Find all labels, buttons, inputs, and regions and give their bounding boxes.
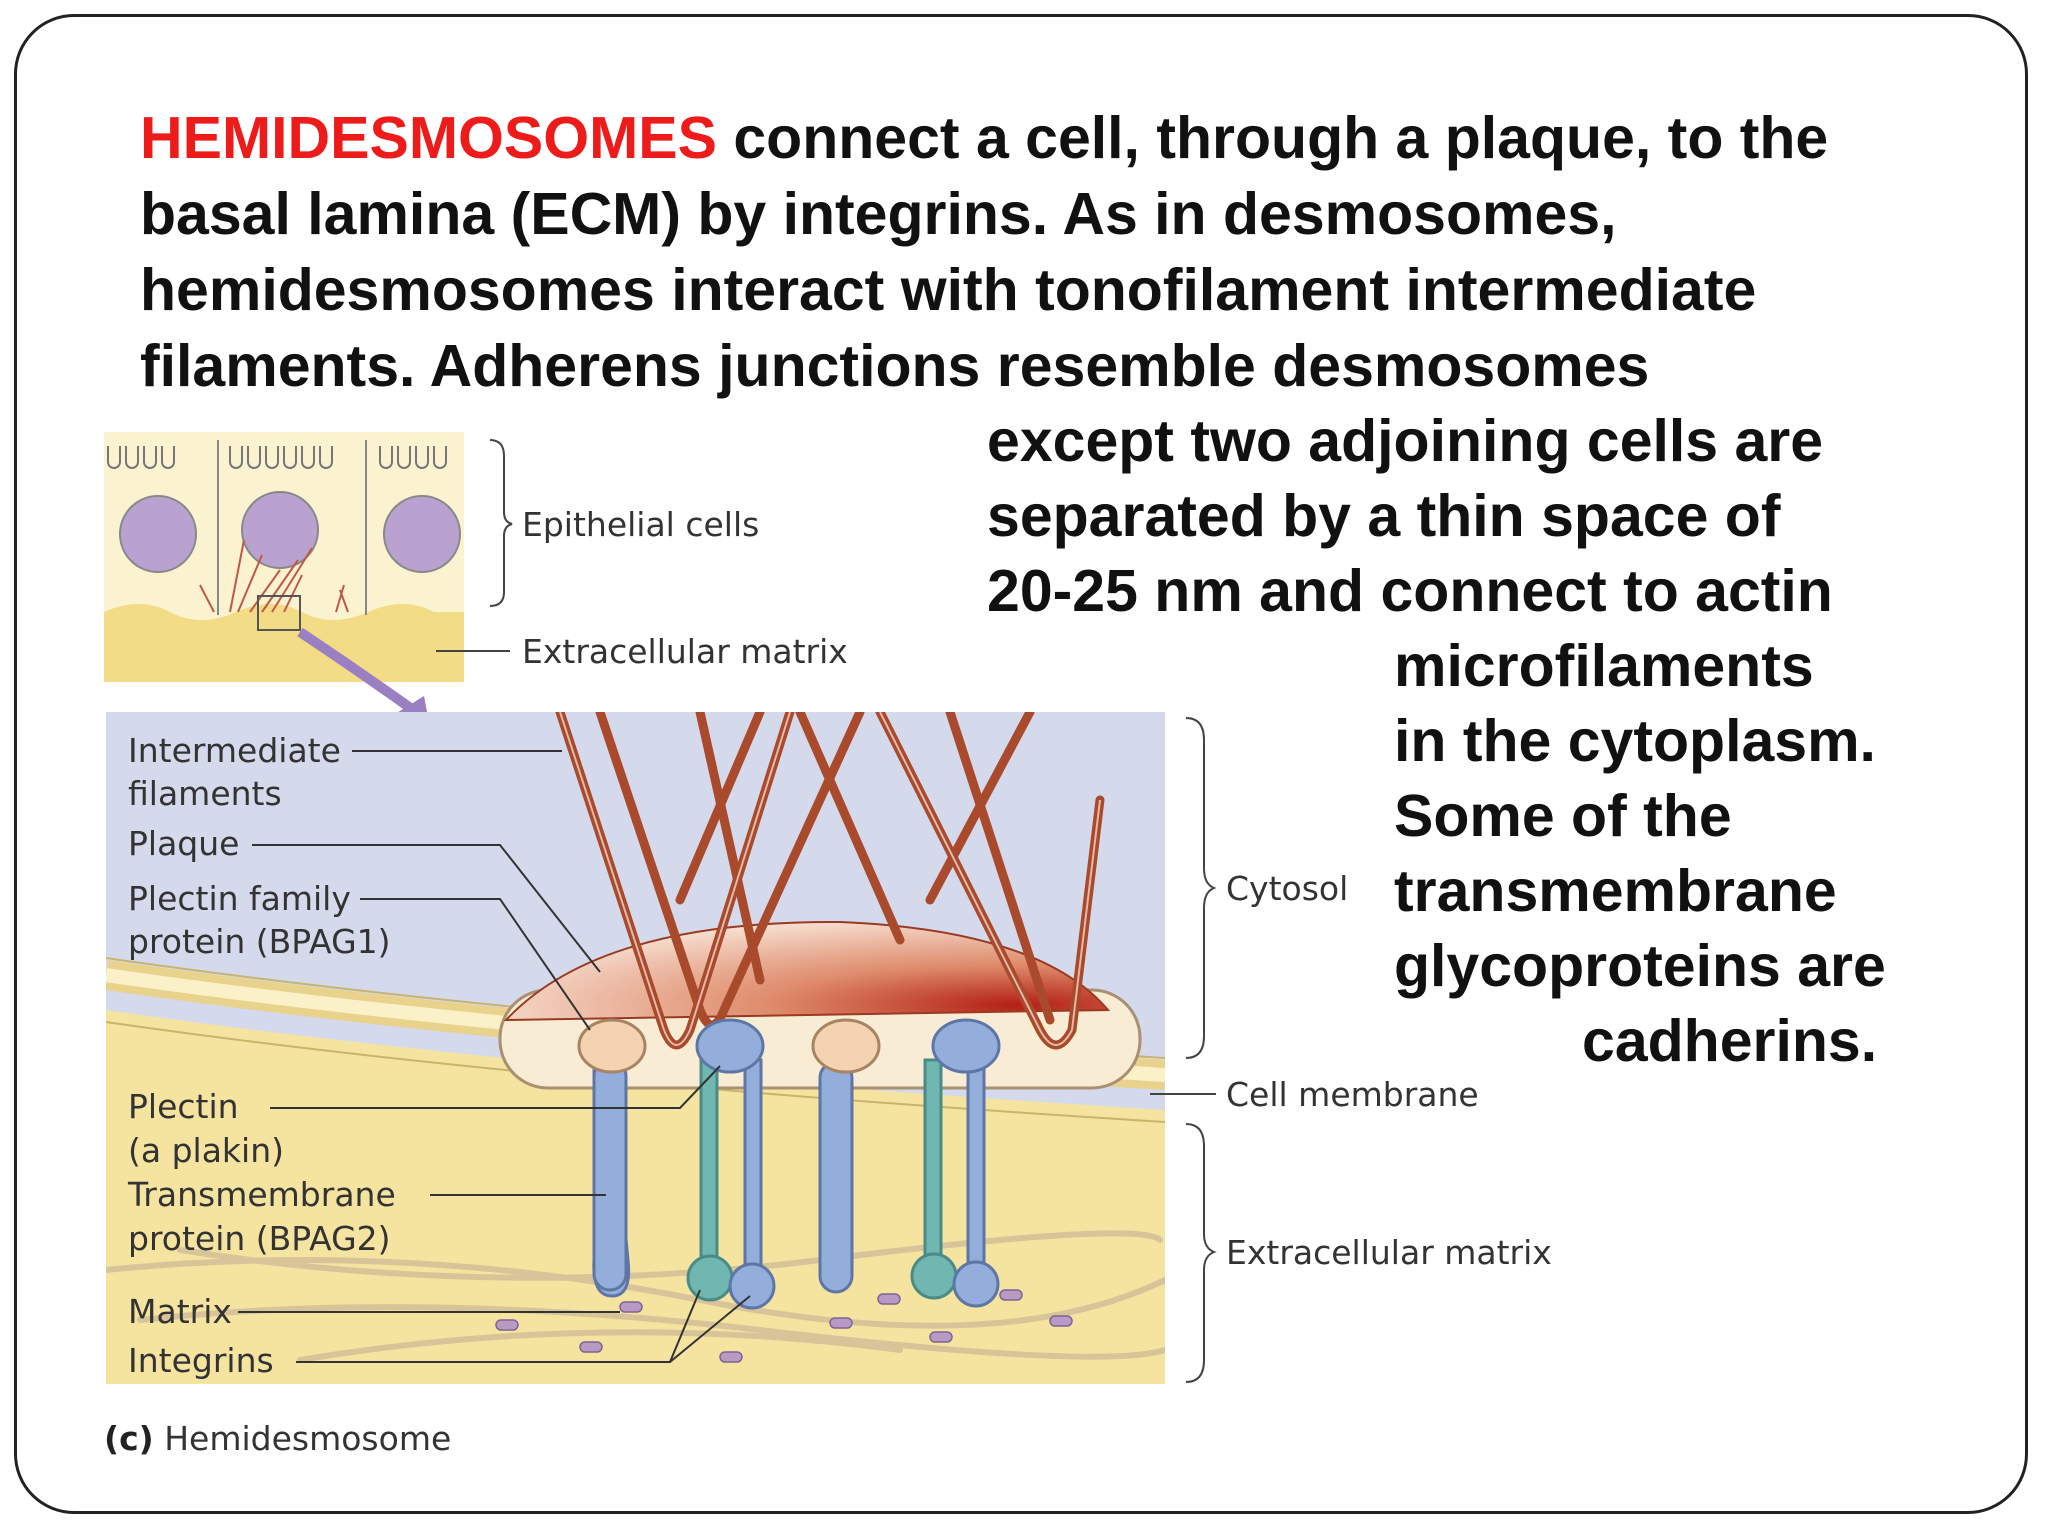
label-bpag1: protein (BPAG1): [128, 922, 391, 961]
integrin-icon: [686, 1058, 776, 1310]
headline-paragraph: HEMIDESMOSOMES connect a cell, through a…: [140, 100, 1940, 404]
label-cell-membrane: Cell membrane: [1226, 1075, 1479, 1114]
integrin-head-icon: [931, 1018, 1001, 1074]
label-bpag2: protein (BPAG2): [128, 1219, 391, 1258]
side-text-line: in the cytoplasm.: [1394, 708, 1876, 774]
headline-text: connect a cell, through a plaque, to the…: [140, 105, 1829, 399]
side-text-line: transmembrane: [1394, 858, 1837, 924]
side-text-line: glycoproteins are: [1394, 933, 1886, 999]
headline-keyword: HEMIDESMOSOMES: [140, 105, 717, 171]
integrin-head-icon: [695, 1018, 765, 1074]
integrin-icon: [910, 1058, 1000, 1308]
cytosol-brace: [1185, 717, 1217, 1059]
label-matrix: Matrix: [128, 1292, 232, 1331]
bpag2-protein-icon: [818, 1060, 854, 1294]
label-integrins: Integrins: [128, 1341, 274, 1380]
label-plakin: (a plakin): [128, 1131, 284, 1170]
label-filaments: filaments: [128, 774, 282, 813]
label-intermediate: Intermediate: [128, 731, 341, 770]
label-plaque: Plaque: [128, 824, 239, 863]
label-cytosol: Cytosol: [1226, 869, 1348, 908]
plectin-icon: [577, 1018, 647, 1074]
figure-caption: (c) Hemidesmosome: [104, 1419, 451, 1458]
label-epithelial-cells: Epithelial cells: [522, 505, 759, 544]
bpag2-protein-icon: [592, 1058, 631, 1298]
label-inset-ecm: Extracellular matrix: [522, 632, 848, 671]
side-text-line: microfilaments: [1394, 633, 1814, 699]
side-text-line: Some of the: [1394, 783, 1732, 849]
side-text-line: separated by a thin space of: [987, 483, 1781, 549]
epithelial-brace: [489, 439, 513, 607]
label-transmembrane: Transmembrane: [127, 1175, 396, 1214]
side-text-line: 20-25 nm and connect to actin: [987, 558, 1833, 624]
label-plectin: Plectin: [128, 1087, 239, 1126]
main-diagram: [106, 712, 1165, 1384]
epithelial-cells-inset: [104, 432, 464, 682]
side-text-line: except two adjoining cells are: [987, 408, 1824, 474]
plectin-icon: [811, 1018, 881, 1074]
ecm-brace: [1185, 1123, 1217, 1383]
side-text-line: cadherins.: [1582, 1008, 1878, 1074]
zoom-arrow-icon: [297, 627, 419, 717]
label-ecm: Extracellular matrix: [1226, 1233, 1552, 1272]
caption-text: Hemidesmosome: [154, 1419, 452, 1458]
label-plectin-family: Plectin family: [128, 879, 351, 918]
caption-letter: (c): [104, 1419, 154, 1458]
